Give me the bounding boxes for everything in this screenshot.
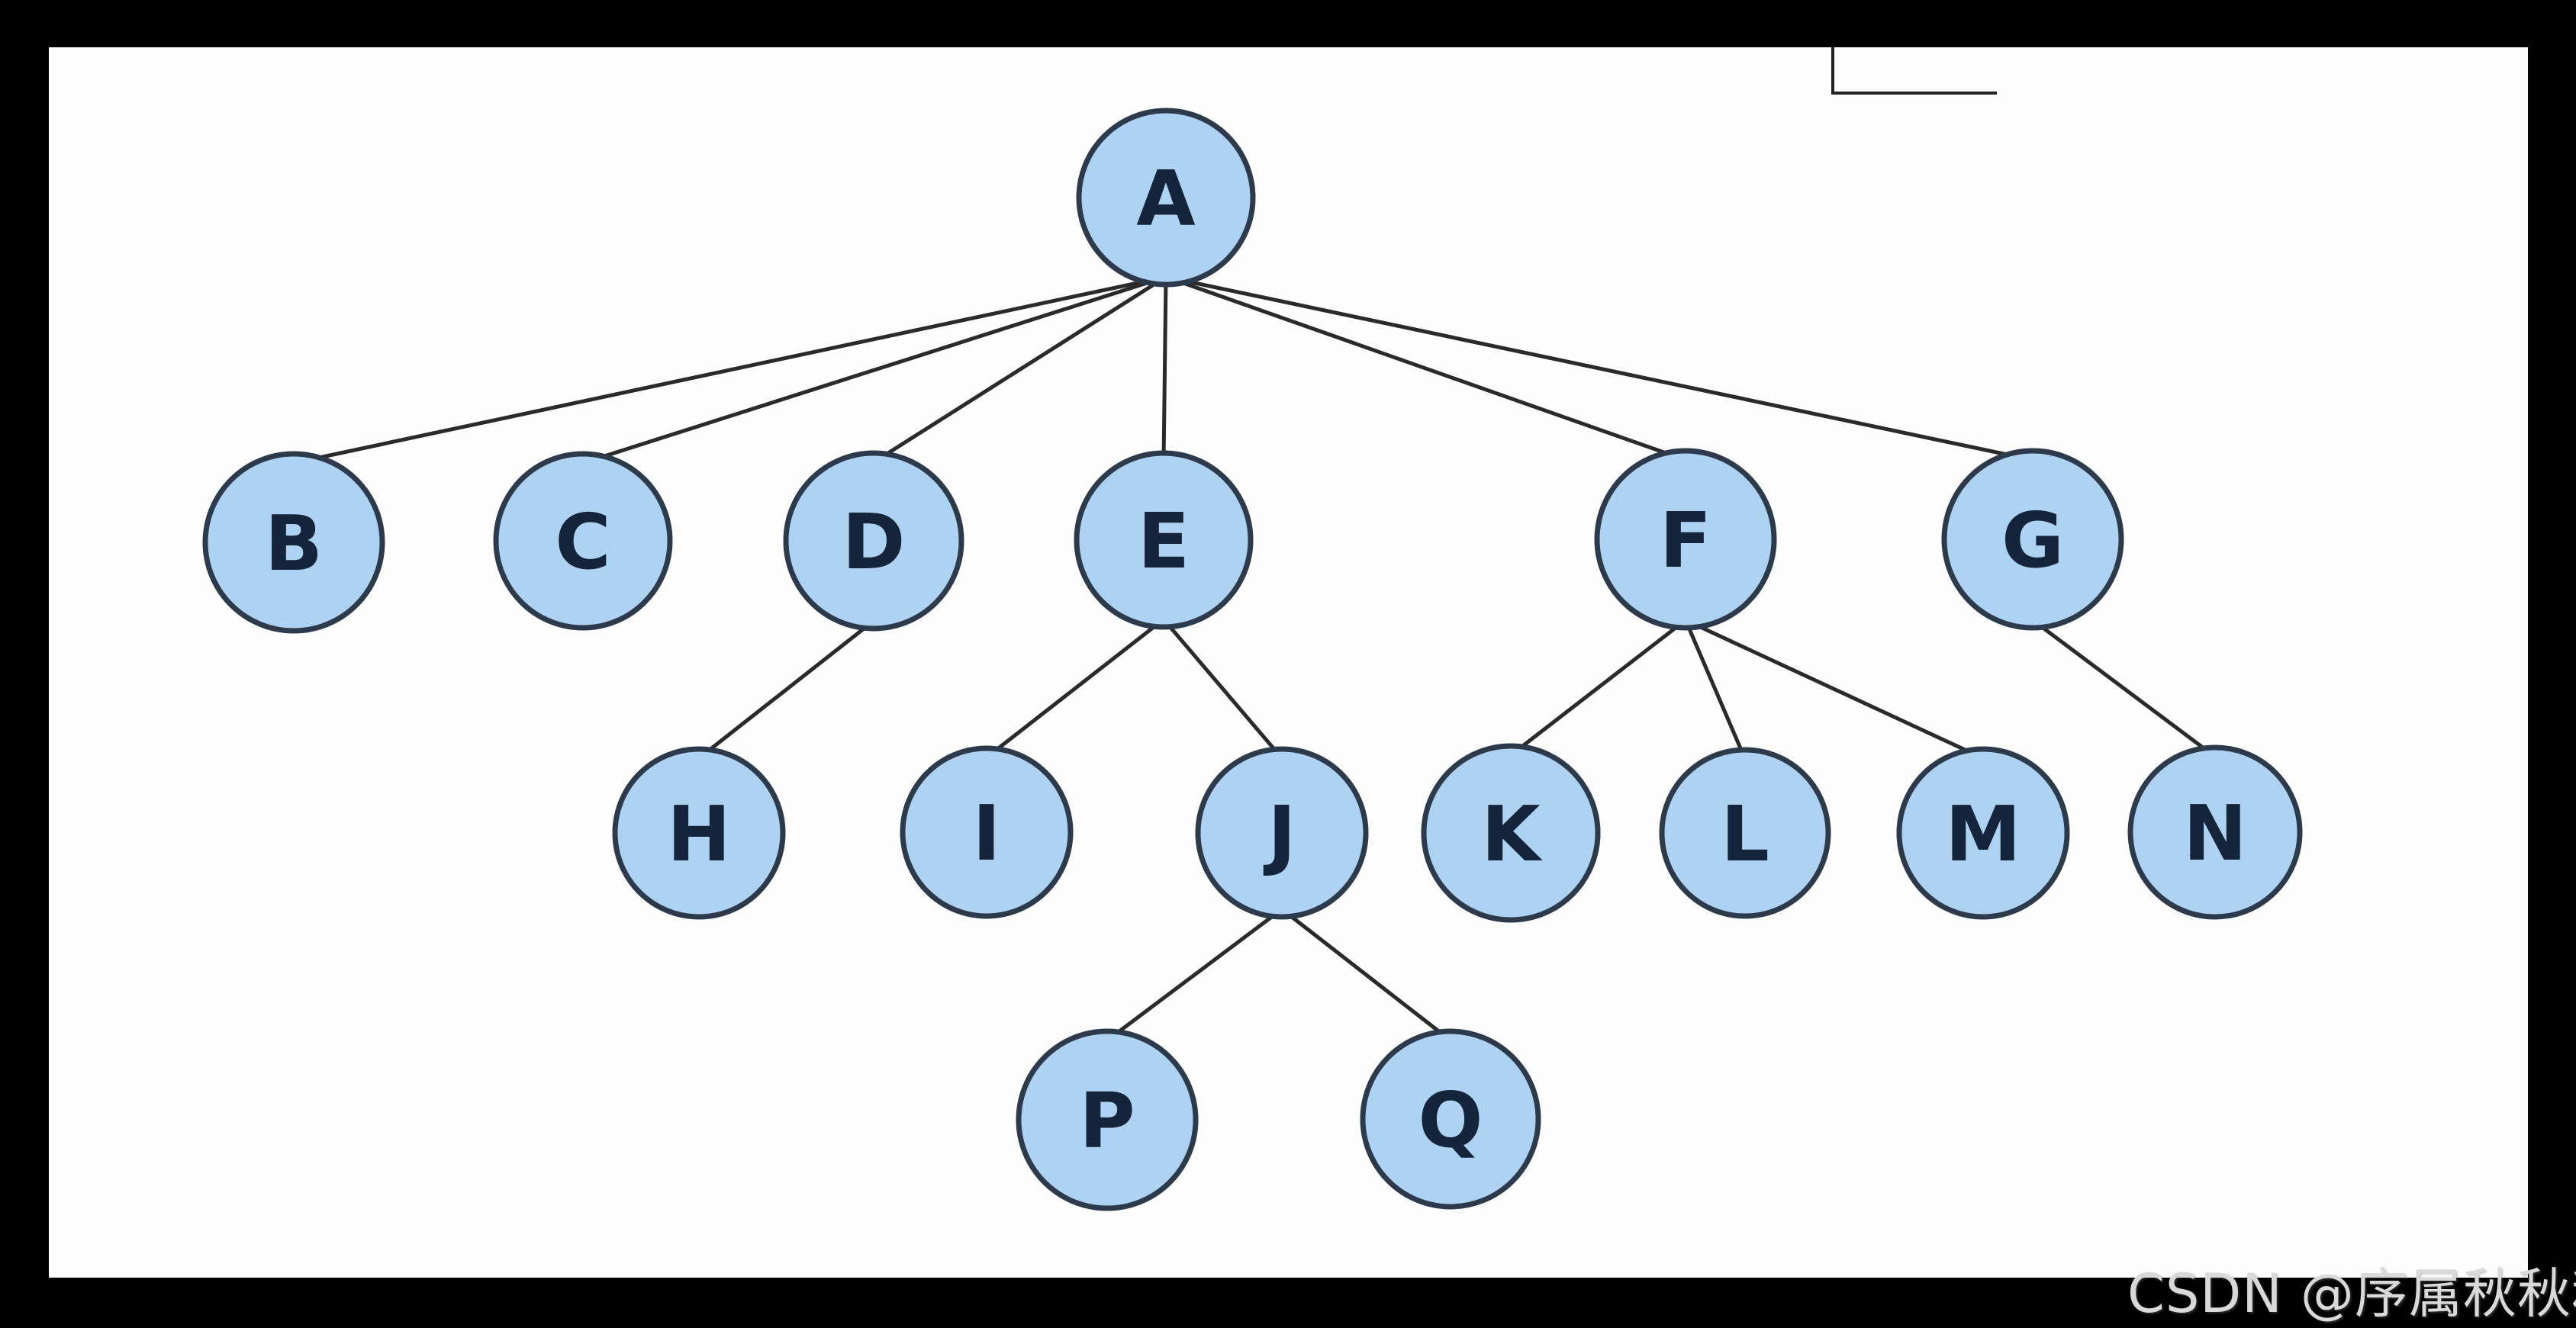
node-circle-L: [1659, 747, 1831, 919]
node-label-L: L: [1721, 789, 1769, 879]
tree-node-I: I: [900, 745, 1074, 919]
tree-node-F: F: [1594, 448, 1777, 631]
node-label-B: B: [265, 499, 323, 588]
tree-node-L: L: [1659, 747, 1831, 919]
edge-F-K: [1509, 618, 1688, 757]
tree-node-H: H: [612, 746, 786, 920]
edge-A-B: [291, 275, 1168, 465]
corner-bracket-line: [1831, 47, 1997, 95]
tree-node-C: C: [493, 451, 673, 631]
node-label-Q: Q: [1418, 1076, 1483, 1165]
edge-E-J: [1161, 617, 1284, 760]
node-circle-M: [1896, 746, 2070, 920]
node-label-I: I: [972, 789, 1000, 878]
node-label-E: E: [1138, 497, 1190, 586]
edge-A-F: [1164, 275, 1688, 462]
tree-node-J: J: [1195, 746, 1369, 920]
tree-node-B: B: [202, 451, 385, 634]
tree-node-K: K: [1421, 743, 1601, 923]
edge-A-G: [1164, 275, 2035, 462]
node-circle-P: [1016, 1028, 1199, 1211]
nodes-layer: A B C D E F G H I J K L M N P Q: [202, 108, 2303, 1211]
csdn-watermark: CSDN @序属秋秋秋: [2127, 1262, 2576, 1325]
node-label-D: D: [842, 497, 905, 587]
node-circle-B: [202, 451, 385, 634]
node-label-F: F: [1660, 496, 1711, 585]
node-circle-A: [1076, 108, 1256, 288]
node-circle-F: [1594, 448, 1777, 631]
node-label-J: J: [1263, 789, 1296, 879]
edge-E-I: [984, 617, 1166, 760]
edge-A-E: [1161, 275, 1168, 465]
node-label-M: M: [1945, 789, 2021, 879]
edge-F-L: [1683, 618, 1747, 761]
edge-F-M: [1683, 618, 1985, 760]
edge-J-Q: [1280, 907, 1453, 1043]
node-circle-K: [1421, 743, 1601, 923]
corner-mark: [1831, 47, 1997, 95]
node-circle-D: [783, 450, 964, 632]
node-circle-C: [493, 451, 673, 631]
node-circle-N: [2127, 744, 2303, 920]
node-label-K: K: [1481, 789, 1543, 879]
edge-A-D: [871, 275, 1168, 465]
node-label-C: C: [555, 497, 610, 587]
tree-node-P: P: [1016, 1028, 1199, 1211]
node-label-N: N: [2183, 789, 2247, 878]
tree-node-M: M: [1896, 746, 2070, 920]
tree-node-E: E: [1074, 450, 1254, 630]
node-circle-H: [612, 746, 786, 920]
edge-D-H: [697, 619, 876, 760]
tree-node-N: N: [2127, 744, 2303, 920]
edge-J-P: [1105, 907, 1284, 1043]
node-label-G: G: [2001, 496, 2064, 585]
edge-G-N: [2030, 618, 2217, 759]
node-circle-E: [1074, 450, 1254, 630]
node-circle-Q: [1360, 1028, 1541, 1210]
tree-node-D: D: [783, 450, 964, 632]
tree-node-A: A: [1076, 108, 1256, 288]
node-label-P: P: [1079, 1076, 1135, 1166]
tree-node-Q: Q: [1360, 1028, 1541, 1210]
edges-layer: [291, 275, 2217, 1043]
edge-A-C: [581, 275, 1168, 465]
node-label-A: A: [1136, 154, 1195, 243]
tree-node-G: G: [1941, 448, 2124, 631]
node-circle-J: [1195, 746, 1369, 920]
node-circle-I: [900, 745, 1074, 919]
node-label-H: H: [667, 789, 731, 879]
diagram-white-panel: [49, 47, 2528, 1278]
node-circle-G: [1941, 448, 2124, 631]
